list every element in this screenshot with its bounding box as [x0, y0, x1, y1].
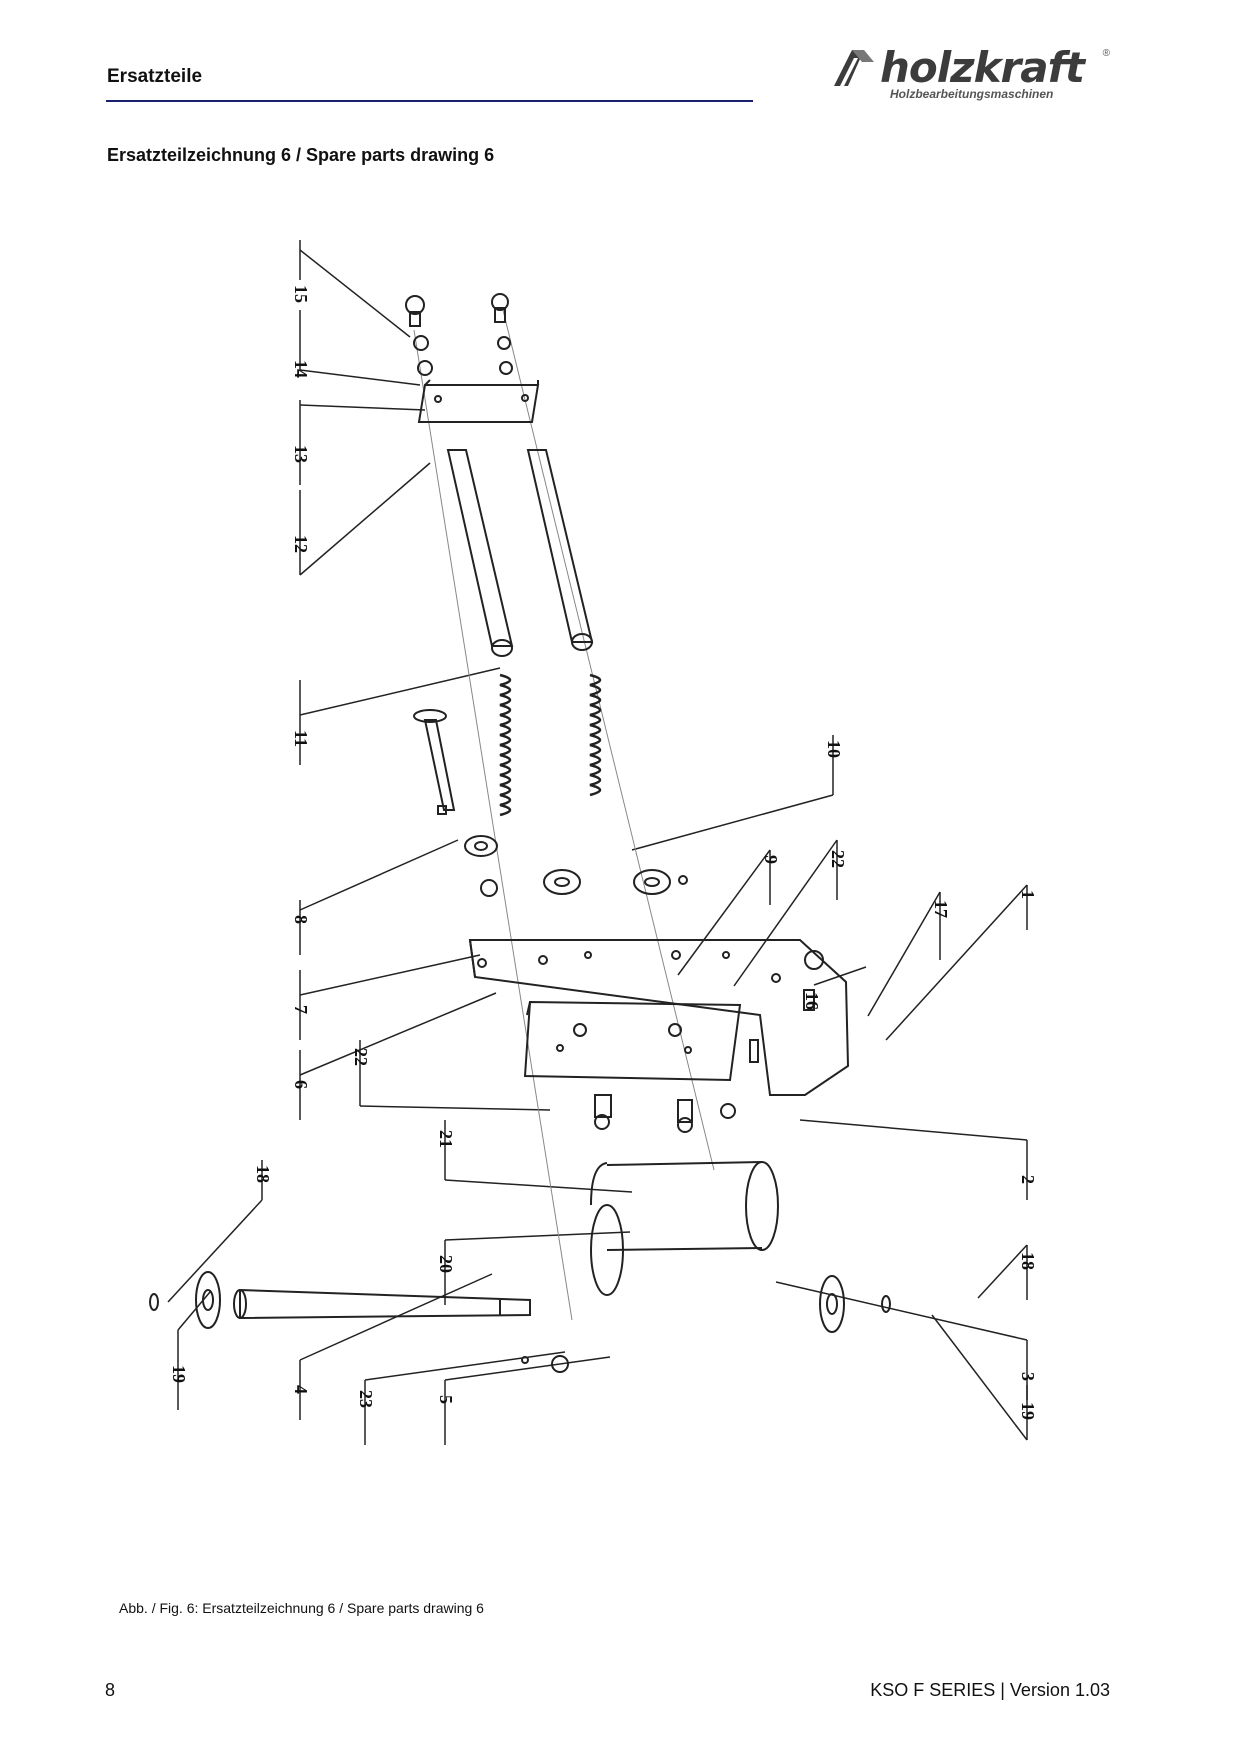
label-10: 10	[824, 740, 844, 758]
label-19-left: 19	[169, 1365, 189, 1383]
figure-caption: Abb. / Fig. 6: Ersatzteilzeichnung 6 / S…	[119, 1600, 484, 1616]
logo-tagline: Holzbearbeitungsmaschinen	[890, 87, 1054, 101]
label-16: 16	[802, 992, 822, 1010]
leader-lines	[167, 240, 1028, 1445]
document-version: KSO F SERIES | Version 1.03	[870, 1680, 1110, 1700]
spare-parts-drawing: 15 14 13 12 11 8 7 6 10 9 22 17 16 1 2 2…	[149, 240, 1038, 1445]
label-2: 2	[1018, 1175, 1038, 1184]
header-rule	[106, 100, 753, 102]
parts	[149, 293, 891, 1373]
page-number: 8	[105, 1680, 116, 1700]
label-8: 8	[291, 915, 311, 924]
label-4: 4	[291, 1385, 311, 1394]
logo-registered: ®	[1102, 48, 1110, 59]
label-20: 20	[436, 1255, 456, 1273]
label-15: 15	[291, 285, 311, 303]
label-19-right: 19	[1018, 1402, 1038, 1420]
label-9: 9	[761, 855, 781, 864]
label-22-top: 22	[828, 850, 848, 868]
label-21: 21	[436, 1130, 456, 1148]
label-23: 23	[356, 1390, 376, 1408]
label-11: 11	[291, 730, 311, 747]
brand-logo: holzkraft ® Holzbearbeitungsmaschinen	[830, 44, 1110, 104]
label-6: 6	[291, 1080, 311, 1089]
logo-mark-icon	[834, 50, 874, 86]
label-18-left: 18	[253, 1165, 273, 1183]
label-12: 12	[291, 535, 311, 553]
logo-wordmark: holzkraft	[880, 43, 1085, 92]
label-3: 3	[1018, 1372, 1038, 1381]
drawing-title: Ersatzteilzeichnung 6 / Spare parts draw…	[107, 145, 495, 165]
label-1: 1	[1018, 890, 1038, 899]
label-18-right: 18	[1018, 1252, 1038, 1270]
section-title: Ersatzteile	[107, 66, 203, 87]
label-5: 5	[436, 1395, 456, 1404]
label-13: 13	[291, 445, 311, 463]
part-labels: 15 14 13 12 11 8 7 6 10 9 22 17 16 1 2 2…	[169, 285, 1038, 1420]
label-22-middle: 22	[351, 1048, 371, 1066]
label-17: 17	[931, 900, 951, 918]
label-7: 7	[291, 1005, 311, 1014]
label-14: 14	[291, 360, 311, 378]
